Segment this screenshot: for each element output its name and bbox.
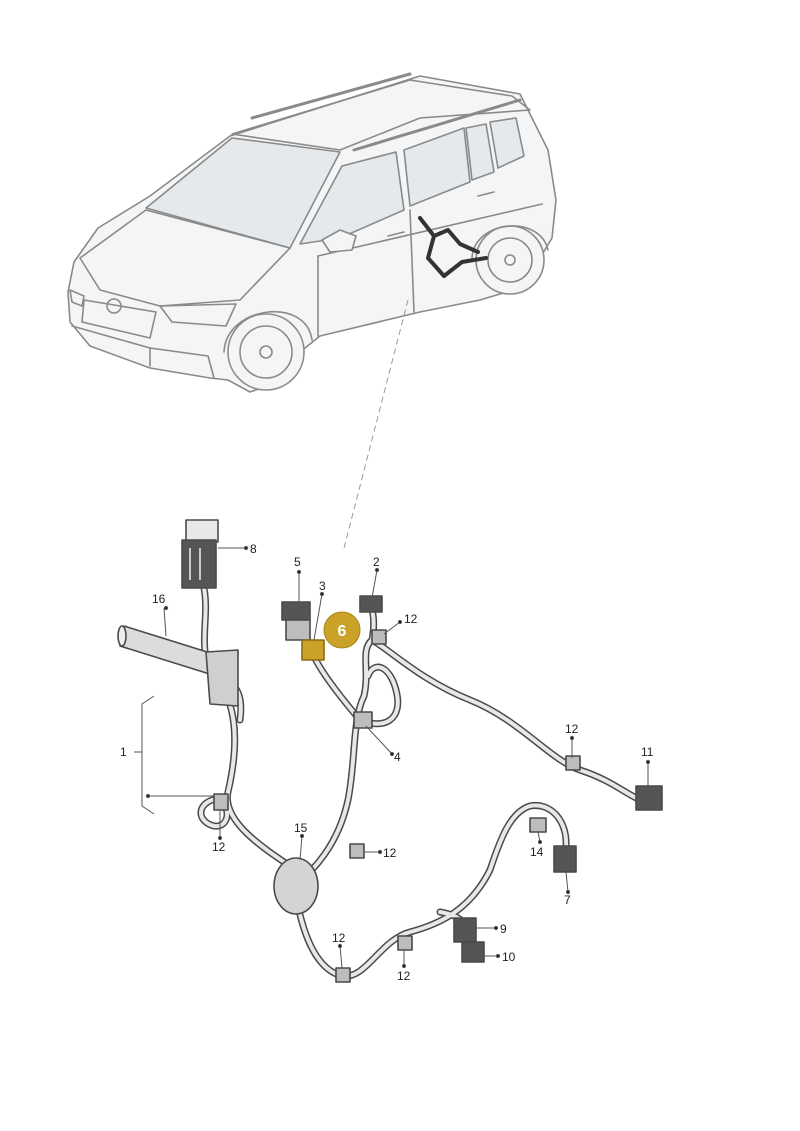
callout-1: 1	[120, 745, 127, 759]
quarter-window-2	[489, 117, 525, 169]
grommet-15	[273, 857, 319, 915]
rear-window	[403, 127, 471, 207]
tube-16	[117, 625, 239, 707]
highlight-badge[interactable]: 6	[323, 611, 361, 649]
callout-7: 7	[564, 893, 571, 907]
bracket-1	[134, 695, 155, 815]
connector-8	[181, 519, 219, 589]
callout-11: 11	[641, 745, 654, 759]
roof-line	[231, 79, 531, 151]
callout-2: 2	[373, 555, 380, 569]
quarter-window-1	[465, 123, 495, 181]
callout-10: 10	[502, 950, 516, 964]
car-illustration	[67, 72, 557, 393]
grille	[81, 299, 157, 339]
callout-12-bottom: 12	[332, 931, 346, 945]
callout-12-right: 12	[565, 722, 579, 736]
headlight-right	[159, 303, 237, 327]
roof-rail	[250, 72, 522, 152]
clip-4	[353, 711, 373, 729]
callout-5: 5	[294, 555, 301, 569]
door-handle-front	[387, 231, 405, 237]
badge-emblem	[106, 298, 122, 314]
connector-10	[461, 941, 485, 963]
headlight-left	[69, 289, 85, 307]
clip-12-bottom	[335, 967, 351, 983]
clip-12-bottom2	[397, 935, 413, 951]
clip-12-mid	[349, 843, 365, 859]
callout-12-bottom2: 12	[397, 969, 411, 983]
clip-12-top	[371, 629, 387, 645]
connector-2	[359, 595, 383, 613]
callout-15: 15	[294, 821, 308, 835]
wiring-harness	[197, 584, 644, 980]
connector-9	[453, 917, 477, 943]
callout-12-mid: 12	[383, 846, 397, 860]
callout-4: 4	[394, 750, 401, 764]
harness-parts	[117, 519, 663, 983]
front-wheel	[227, 313, 305, 391]
callout-16: 16	[152, 592, 166, 606]
part-3-highlight	[301, 639, 325, 661]
wheel-arch-rear	[471, 225, 549, 259]
rear-wheel	[475, 225, 545, 295]
callout-labels: 8 16 5 3 2 12 4 12 11 1 12 15 12 14 7 9 …	[120, 542, 654, 983]
callout-12-left: 12	[212, 840, 226, 854]
badge-label: 6	[338, 623, 347, 640]
clip-14	[529, 817, 547, 833]
side-mirror	[321, 229, 357, 253]
hood	[79, 209, 291, 307]
wheel-arch-front	[223, 310, 313, 353]
connector-11	[635, 785, 663, 811]
front-bumper	[71, 325, 215, 379]
callout-8: 8	[250, 542, 257, 556]
door-handle-rear	[477, 191, 495, 197]
callout-9: 9	[500, 922, 507, 936]
connector-7	[553, 845, 577, 873]
callout-12-top: 12	[404, 612, 418, 626]
callout-3: 3	[319, 579, 326, 593]
clip-12-left	[213, 793, 229, 811]
connector-5	[281, 601, 311, 641]
callout-14: 14	[530, 845, 544, 859]
harness-location-marker	[418, 216, 488, 278]
clip-12-right	[565, 755, 581, 771]
projection-line	[343, 299, 409, 549]
leader-lines	[145, 545, 651, 969]
